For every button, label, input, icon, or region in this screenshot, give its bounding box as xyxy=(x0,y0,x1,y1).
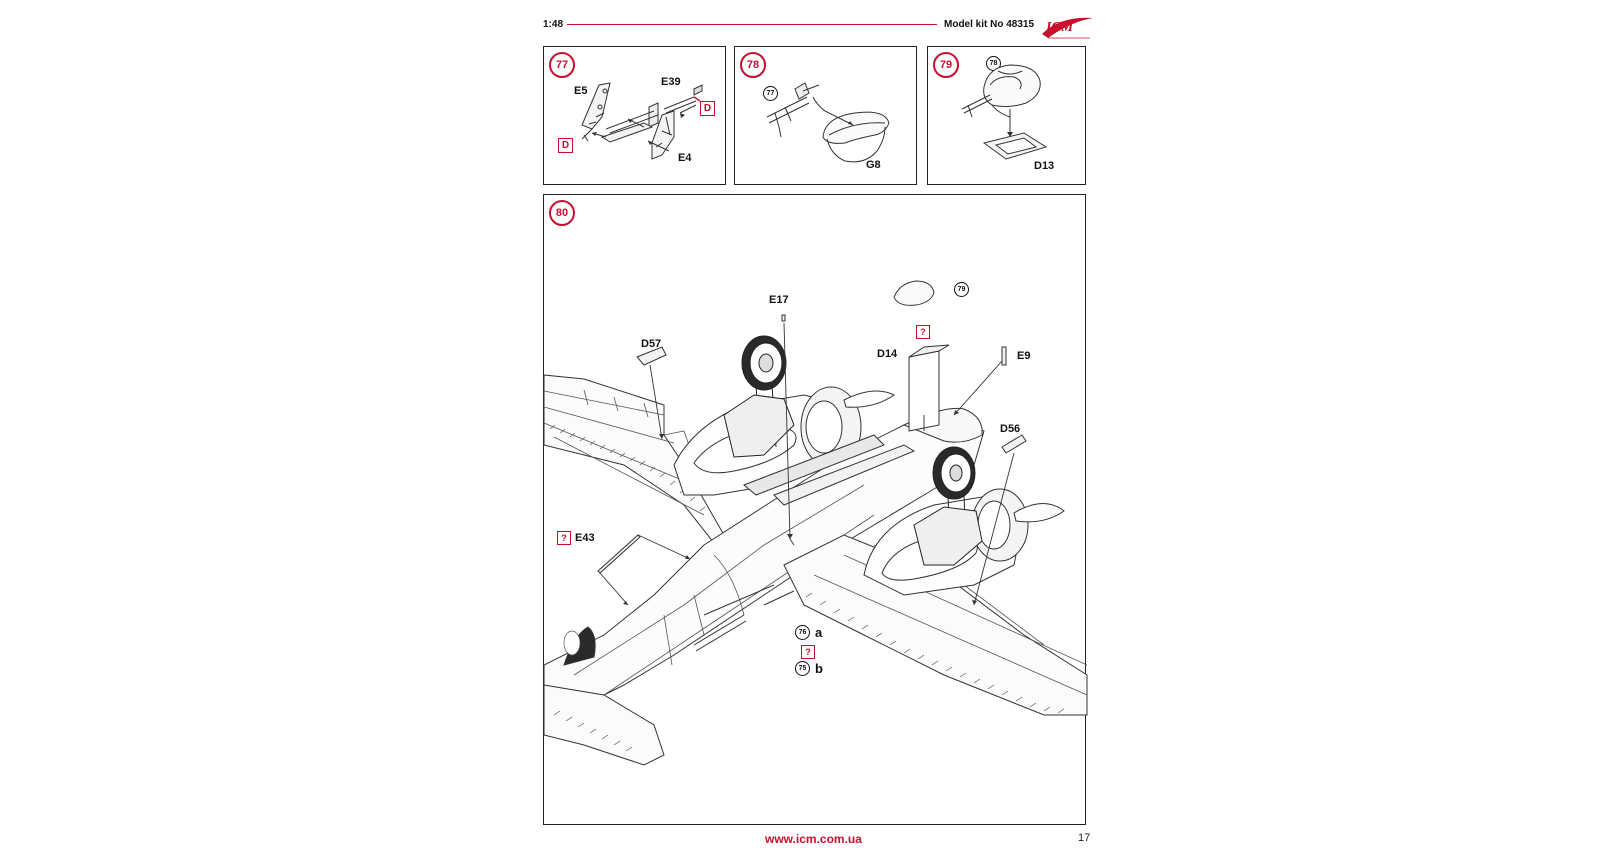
part-label-d14: D14 xyxy=(877,348,898,360)
part-label-e43: E43 xyxy=(575,532,595,544)
step-79-drawing xyxy=(961,64,1048,160)
ref-step-75: 75 xyxy=(795,661,810,676)
marker-question-bottom: ? xyxy=(801,645,815,659)
marker-question-left: ? xyxy=(557,531,571,545)
scale-label: 1:48 xyxy=(543,19,564,30)
marker-d-left: D xyxy=(558,138,573,153)
option-b: b xyxy=(815,661,823,676)
part-label-d56: D56 xyxy=(1000,423,1021,435)
footer-url[interactable]: www.icm.com.ua xyxy=(765,832,862,846)
ref-step-76: 76 xyxy=(795,625,810,640)
step-78-drawing xyxy=(766,82,890,163)
part-label-e9: E9 xyxy=(1017,350,1031,362)
icm-logo: ICM xyxy=(1040,14,1095,42)
step-80-panel: 80 xyxy=(543,194,1088,825)
part-label-e17: E17 xyxy=(769,294,789,306)
step-79-panel: 79 78 D13 xyxy=(927,46,1086,185)
part-label-e39: E39 xyxy=(661,76,681,88)
header-rule xyxy=(567,24,937,25)
part-label-g8: G8 xyxy=(866,159,881,171)
part-label-e5: E5 xyxy=(574,85,588,97)
step-77-panel: 77 E5 E39 E4 D D xyxy=(543,46,726,185)
ref-step-77: 77 xyxy=(763,86,778,101)
part-label-e4: E4 xyxy=(678,152,692,164)
marker-d-right: D xyxy=(700,101,715,116)
aircraft-drawing xyxy=(543,280,1088,766)
marker-question-top: ? xyxy=(916,325,930,339)
step-number: 80 xyxy=(549,200,575,226)
step-number: 78 xyxy=(740,52,766,78)
part-label-d13: D13 xyxy=(1034,160,1055,172)
step-number: 77 xyxy=(549,52,575,78)
part-label-d57: D57 xyxy=(641,338,662,350)
step-number: 79 xyxy=(933,52,959,78)
svg-text:ICM: ICM xyxy=(1045,20,1074,35)
ref-step-79: 79 xyxy=(954,282,969,297)
step-78-panel: 78 77 G8 xyxy=(734,46,917,185)
step-77-drawing xyxy=(581,82,703,160)
model-kit-label: Model kit No 48315 xyxy=(944,19,1035,30)
option-a: a xyxy=(815,625,823,640)
page-number: 17 xyxy=(1078,832,1091,844)
